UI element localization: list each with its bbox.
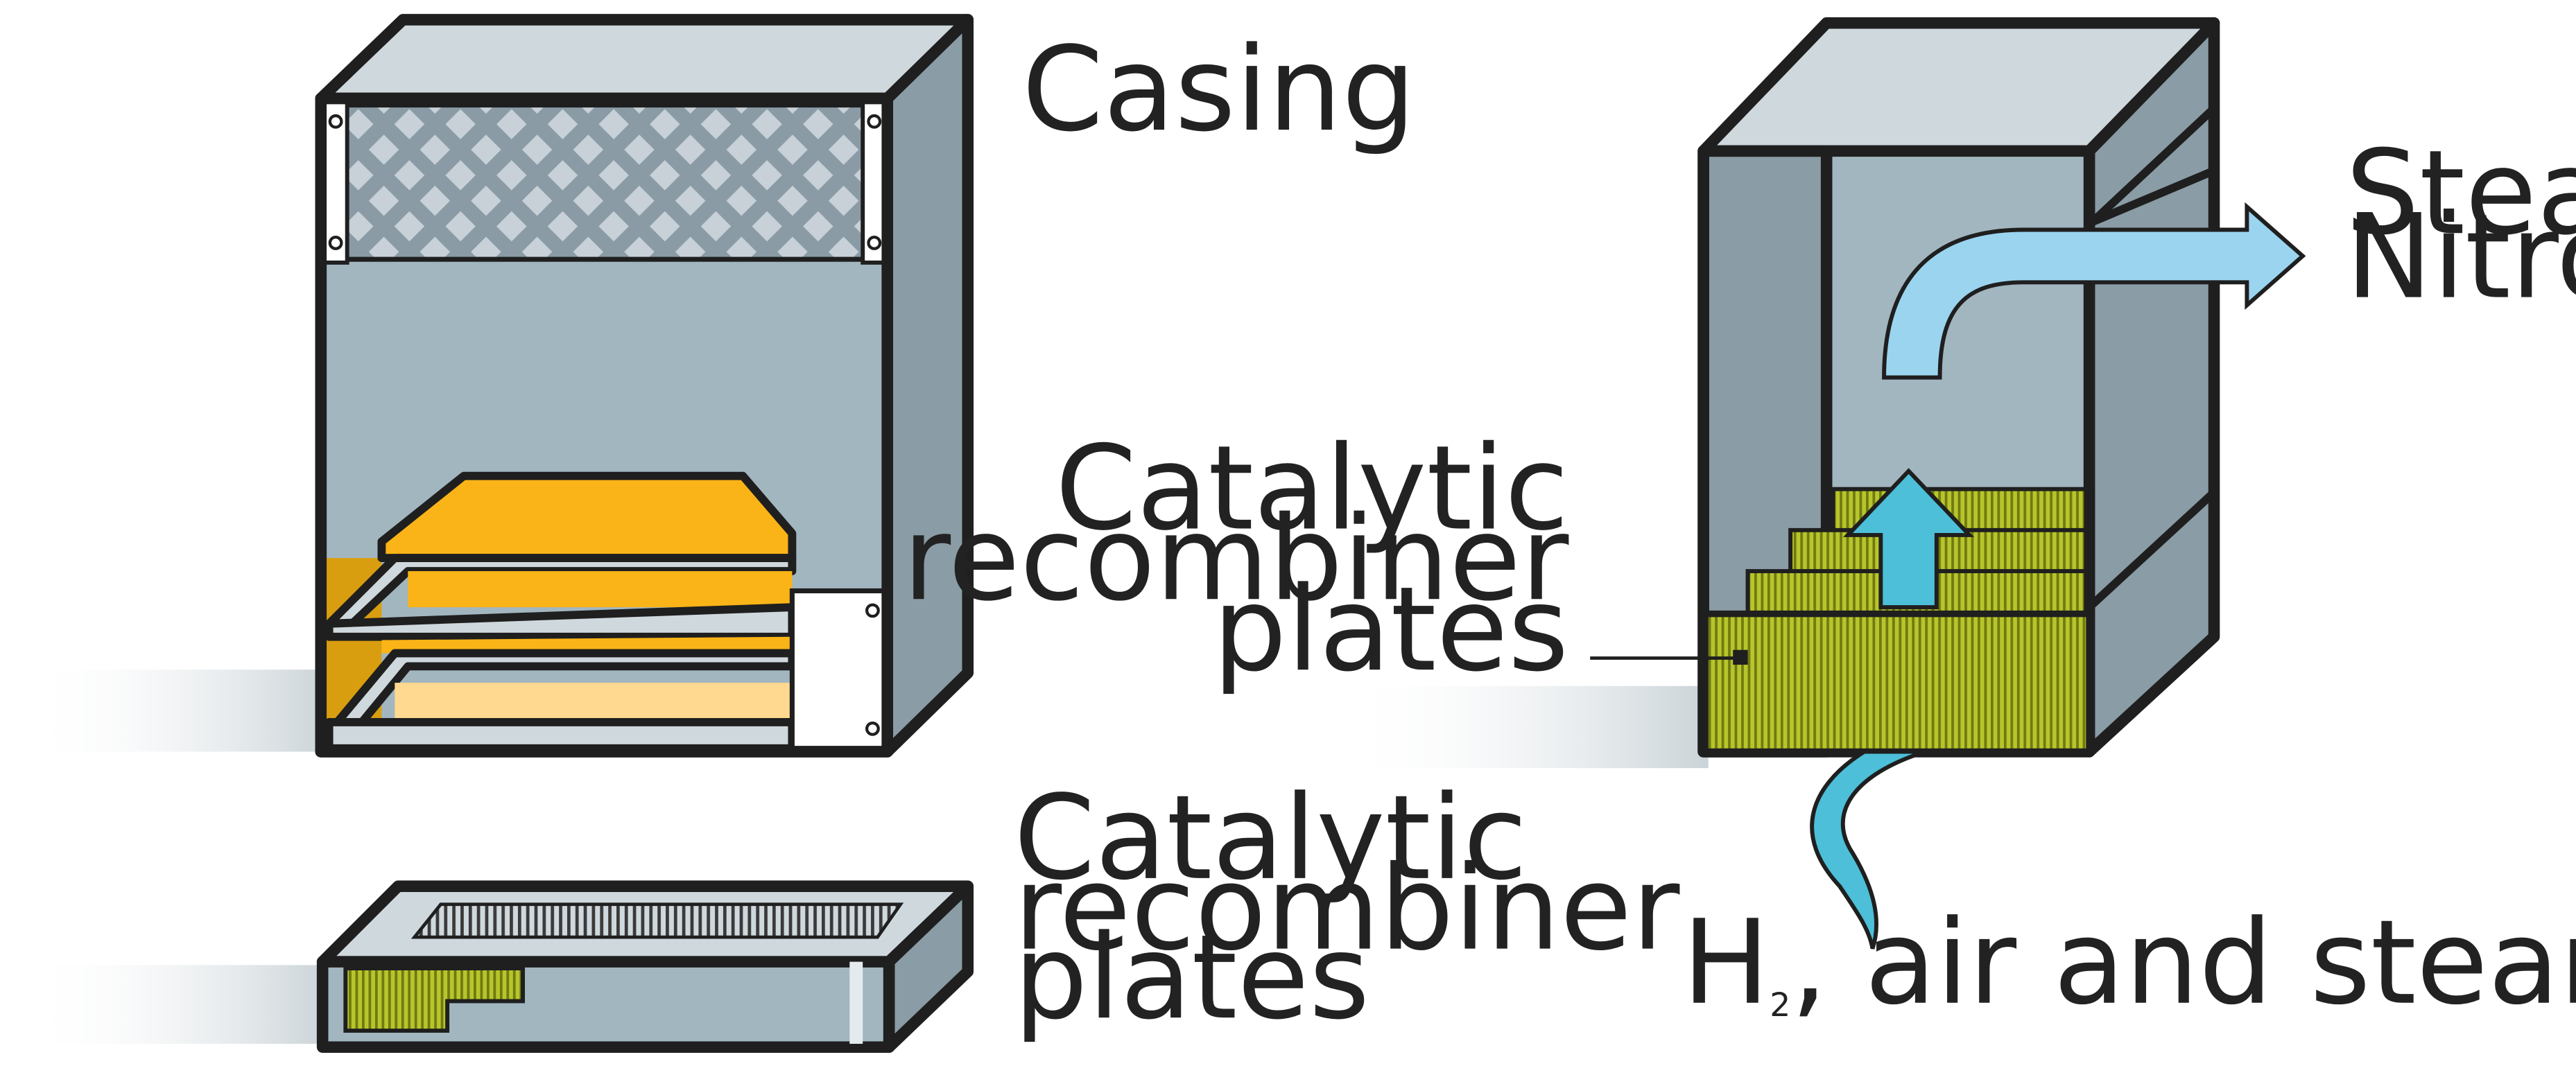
module-catalyst: [343, 966, 526, 1033]
screw-icon: [328, 114, 343, 129]
catalyst-plate-front: [1702, 610, 2093, 755]
screw-icon: [865, 721, 880, 736]
plates-label-right-line3: plates: [1213, 561, 1568, 697]
casing-outline: [315, 92, 894, 758]
section-side-face: [2083, 17, 2220, 758]
outlet-label-steam: Steam: [2345, 125, 2576, 261]
plate-drawer: [324, 471, 887, 753]
screw-icon: [867, 114, 882, 129]
plates-label-right-line2: recombiner: [903, 491, 1569, 627]
casing-unit: [25, 14, 974, 758]
leader-dot: [1733, 649, 1748, 665]
plates-label-left-line3: plates: [1014, 909, 1369, 1045]
module-grille: [410, 902, 904, 939]
up-flow-arrow: [1843, 468, 1975, 610]
inlet-label-h: H: [1682, 895, 1770, 1031]
plate-top: [377, 471, 797, 563]
plate-light: [395, 683, 793, 722]
floor-shadow: [25, 965, 329, 1045]
screw-icon: [867, 236, 882, 250]
side-rib: [2086, 489, 2218, 611]
inlet-flow-arrow: [1810, 749, 1926, 950]
inlet-label: H2, air and steam: [1682, 895, 2576, 1031]
side-rib: [2086, 105, 2218, 228]
screw-icon: [328, 236, 343, 250]
casing-side-face: [881, 14, 974, 758]
inlet-label-subscript: 2: [1770, 986, 1790, 1024]
floor-shadow: [1338, 685, 1709, 769]
side-rib: [2087, 166, 2216, 227]
plate-module: [25, 880, 974, 1054]
plate-orange-1: [408, 571, 793, 608]
outlet-label-nitrogen: Nitrogen: [2345, 189, 2576, 325]
rail-4: [325, 717, 797, 753]
floor-shadow: [25, 670, 329, 752]
plates-label-right-line1: Catalytic: [1055, 420, 1569, 556]
screw-icon: [865, 603, 880, 618]
plates-label-left-line1: Catalytic: [1014, 770, 1528, 906]
outlet-flow-arrow: [1882, 202, 2306, 380]
casing-top-face: [315, 14, 974, 105]
casing-label: Casing: [1022, 21, 1416, 157]
mesh-vent: [343, 102, 867, 262]
recombiner-cross-section: [1338, 17, 2306, 950]
inlet-label-rest: , air and steam: [1790, 895, 2576, 1031]
plates-label-left-line2: recombiner: [1014, 841, 1680, 977]
